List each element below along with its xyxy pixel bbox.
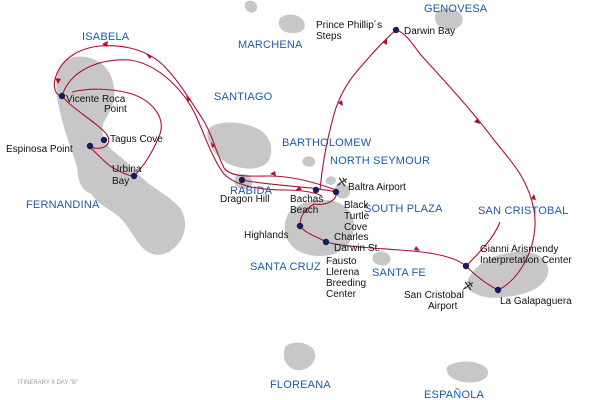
site-label-vicente-roca: Vicente Roca <box>66 94 126 105</box>
island-label-espanola: ESPAÑOLA <box>424 388 485 400</box>
route-arrow <box>102 41 108 47</box>
route-segment-east <box>61 59 323 197</box>
route-segment-to-san-cristobal <box>325 241 467 267</box>
stops <box>58 26 502 294</box>
airports <box>336 177 474 291</box>
stop-la-galapaguera <box>494 286 502 294</box>
itinerary-route <box>53 29 536 291</box>
stop-darwin-bay <box>392 26 400 34</box>
route-arrow <box>146 54 152 59</box>
stop-espinosa-point <box>86 142 94 150</box>
island-shape-santiago <box>207 122 272 169</box>
site-label-san-cristobal-airport-2: Airport <box>428 301 458 312</box>
site-label-urbina-bay: Urbina <box>112 164 142 175</box>
island-label-san-cristobal: SAN CRISTOBAL <box>478 205 568 217</box>
site-label-charles: Charles <box>334 232 368 243</box>
site-label-bachas-beach: Bachas <box>290 194 323 205</box>
site-label-prince-phillips: Prince Phillip´s <box>316 19 382 31</box>
route-arrow <box>531 194 536 200</box>
site-label-fausto: Fausto <box>326 256 357 267</box>
site-label-urbina-bay-2: Bay <box>112 176 129 187</box>
site-label-highlands: Highlands <box>244 230 288 241</box>
route-segment-la-galapaguera <box>465 265 499 291</box>
site-label-san-cristobal-airport: San Cristobal <box>404 290 464 301</box>
island-shape-baltra <box>334 183 351 199</box>
island-label-santiago: SANTIAGO <box>214 91 273 103</box>
island-shape-genovesa <box>434 8 463 30</box>
site-label-bachas-beach-2: Beach <box>290 205 318 216</box>
site-label-tagus-cove: Tagus Cove <box>110 134 163 145</box>
land-masses <box>56 0 549 383</box>
site-label-fausto-2: Llerena <box>326 267 360 278</box>
route-arrow <box>338 100 343 106</box>
island-label-floreana: FLOREANA <box>270 379 331 391</box>
site-labels: Prince Phillip´s Steps Darwin Bay Vicent… <box>6 19 572 312</box>
site-label-baltra-airport: Baltra Airport <box>348 182 406 193</box>
airplane-icon <box>462 281 474 291</box>
island-label-north-seymour: NORTH SEYMOUR <box>330 155 430 167</box>
island-shape-pinta <box>244 0 258 13</box>
site-label-gianni: Gianni Arismendy <box>480 244 558 255</box>
stop-highlands <box>296 222 304 230</box>
route-arrow <box>382 39 387 45</box>
island-shape-marchena <box>278 14 305 34</box>
stop-black-turtle-cove <box>332 188 340 196</box>
island-label-santa-cruz: SANTA CRUZ <box>250 261 321 273</box>
site-label-black-turtle-cove-2: Turtle <box>344 211 370 222</box>
route-segment-isabela-loop <box>61 88 162 177</box>
route-segment-genovesa-loop <box>319 29 536 291</box>
site-label-black-turtle-cove: Black <box>344 200 369 211</box>
site-label-gianni-2: Interpretation Center <box>480 255 572 266</box>
route-segment-gianni <box>465 221 501 267</box>
route-arrow <box>270 171 276 176</box>
route-arrow <box>211 142 215 148</box>
island-label-south-plaza: SOUTH PLAZA <box>364 203 443 215</box>
stop-charles-darwin-st <box>322 238 330 246</box>
route-segment-west <box>53 45 337 191</box>
island-label-rabida: RABIDA <box>230 185 273 197</box>
stop-gianni-arismendy <box>462 262 470 270</box>
island-shape-san-cristobal <box>466 251 549 298</box>
site-label-la-galapaguera: La Galapaguera <box>500 296 572 307</box>
site-label-darwin-st: Darwin St. <box>334 243 380 254</box>
island-shape-floreana <box>284 342 316 371</box>
route-arrow <box>186 96 191 102</box>
route-arrow <box>55 78 61 84</box>
island-label-marchena: MARCHENA <box>238 39 303 51</box>
route-arrows <box>55 39 536 251</box>
stop-tagus-cove <box>100 136 108 144</box>
island-shape-santa-cruz <box>284 199 354 256</box>
site-label-darwin-bay: Darwin Bay <box>404 26 455 37</box>
route-arrow <box>296 186 302 190</box>
site-label-prince-phillips-2: Steps <box>316 31 342 42</box>
site-label-fausto-4: Center <box>326 289 357 300</box>
site-label-black-turtle-cove-3: Cove <box>344 222 368 233</box>
island-label-santa-fe: SANTA FE <box>372 267 426 279</box>
stop-dragon-hill <box>238 176 246 184</box>
airplane-icon <box>336 177 348 187</box>
route-arrow <box>474 118 480 124</box>
island-shape-isabela <box>56 56 186 255</box>
island-shape-bartholomew <box>302 156 316 167</box>
island-label-bartholomew: BARTHOLOMEW <box>282 137 372 149</box>
site-label-espinosa-point: Espinosa Point <box>6 144 73 155</box>
itinerary-caption: ITINERARY 8 DAY "B" <box>18 380 78 386</box>
route-arrow <box>414 246 420 251</box>
stop-bachas-beach <box>312 186 320 194</box>
island-shape-santa-fe <box>372 251 391 266</box>
island-label-genovesa: GENOVESA <box>424 3 488 15</box>
stop-vicente-roca <box>58 92 66 100</box>
island-shape-north-seymour <box>325 176 336 185</box>
island-label-isabela: ISABELA <box>82 31 130 43</box>
stop-urbina-bay <box>130 172 138 180</box>
site-label-vicente-roca-2: Point <box>104 104 127 115</box>
island-label-fernandina: FERNANDINA <box>26 199 100 211</box>
island-shape-espanola <box>446 361 489 383</box>
site-label-dragon-hill: Dragon Hill <box>220 194 269 205</box>
island-labels: GENOVESA MARCHENA ISABELA SANTIAGO BARTH… <box>26 3 568 400</box>
site-label-fausto-3: Breeding <box>326 278 366 289</box>
